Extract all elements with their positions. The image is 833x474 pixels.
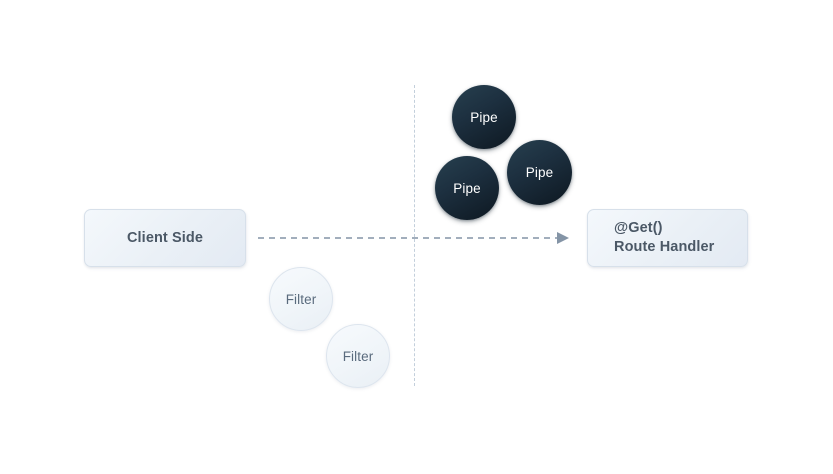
pipe-circle-top[interactable]: Pipe: [452, 85, 516, 149]
flow-arrow-head: [557, 232, 569, 244]
pipe-circle-right-label: Pipe: [525, 165, 554, 180]
flow-arrow: [258, 228, 574, 248]
route-handler-box[interactable]: @Get() Route Handler: [587, 209, 748, 267]
filter-circle-bottom[interactable]: Filter: [326, 324, 390, 388]
pipe-circle-top-label: Pipe: [470, 109, 498, 125]
pipe-circle-left-label: Pipe: [453, 180, 481, 196]
vertical-dashed-divider: [414, 85, 415, 386]
client-side-label: Client Side: [126, 229, 204, 246]
pipe-circle-left[interactable]: Pipe: [435, 156, 499, 220]
client-side-box[interactable]: Client Side: [84, 209, 246, 267]
pipe-circle-right[interactable]: Pipe: [507, 140, 572, 205]
route-handler-label: @Get() Route Handler: [614, 220, 715, 255]
filter-circle-top-label: Filter: [285, 291, 317, 307]
filter-circle-top[interactable]: Filter: [269, 267, 333, 331]
filter-circle-bottom-label: Filter: [342, 348, 374, 364]
